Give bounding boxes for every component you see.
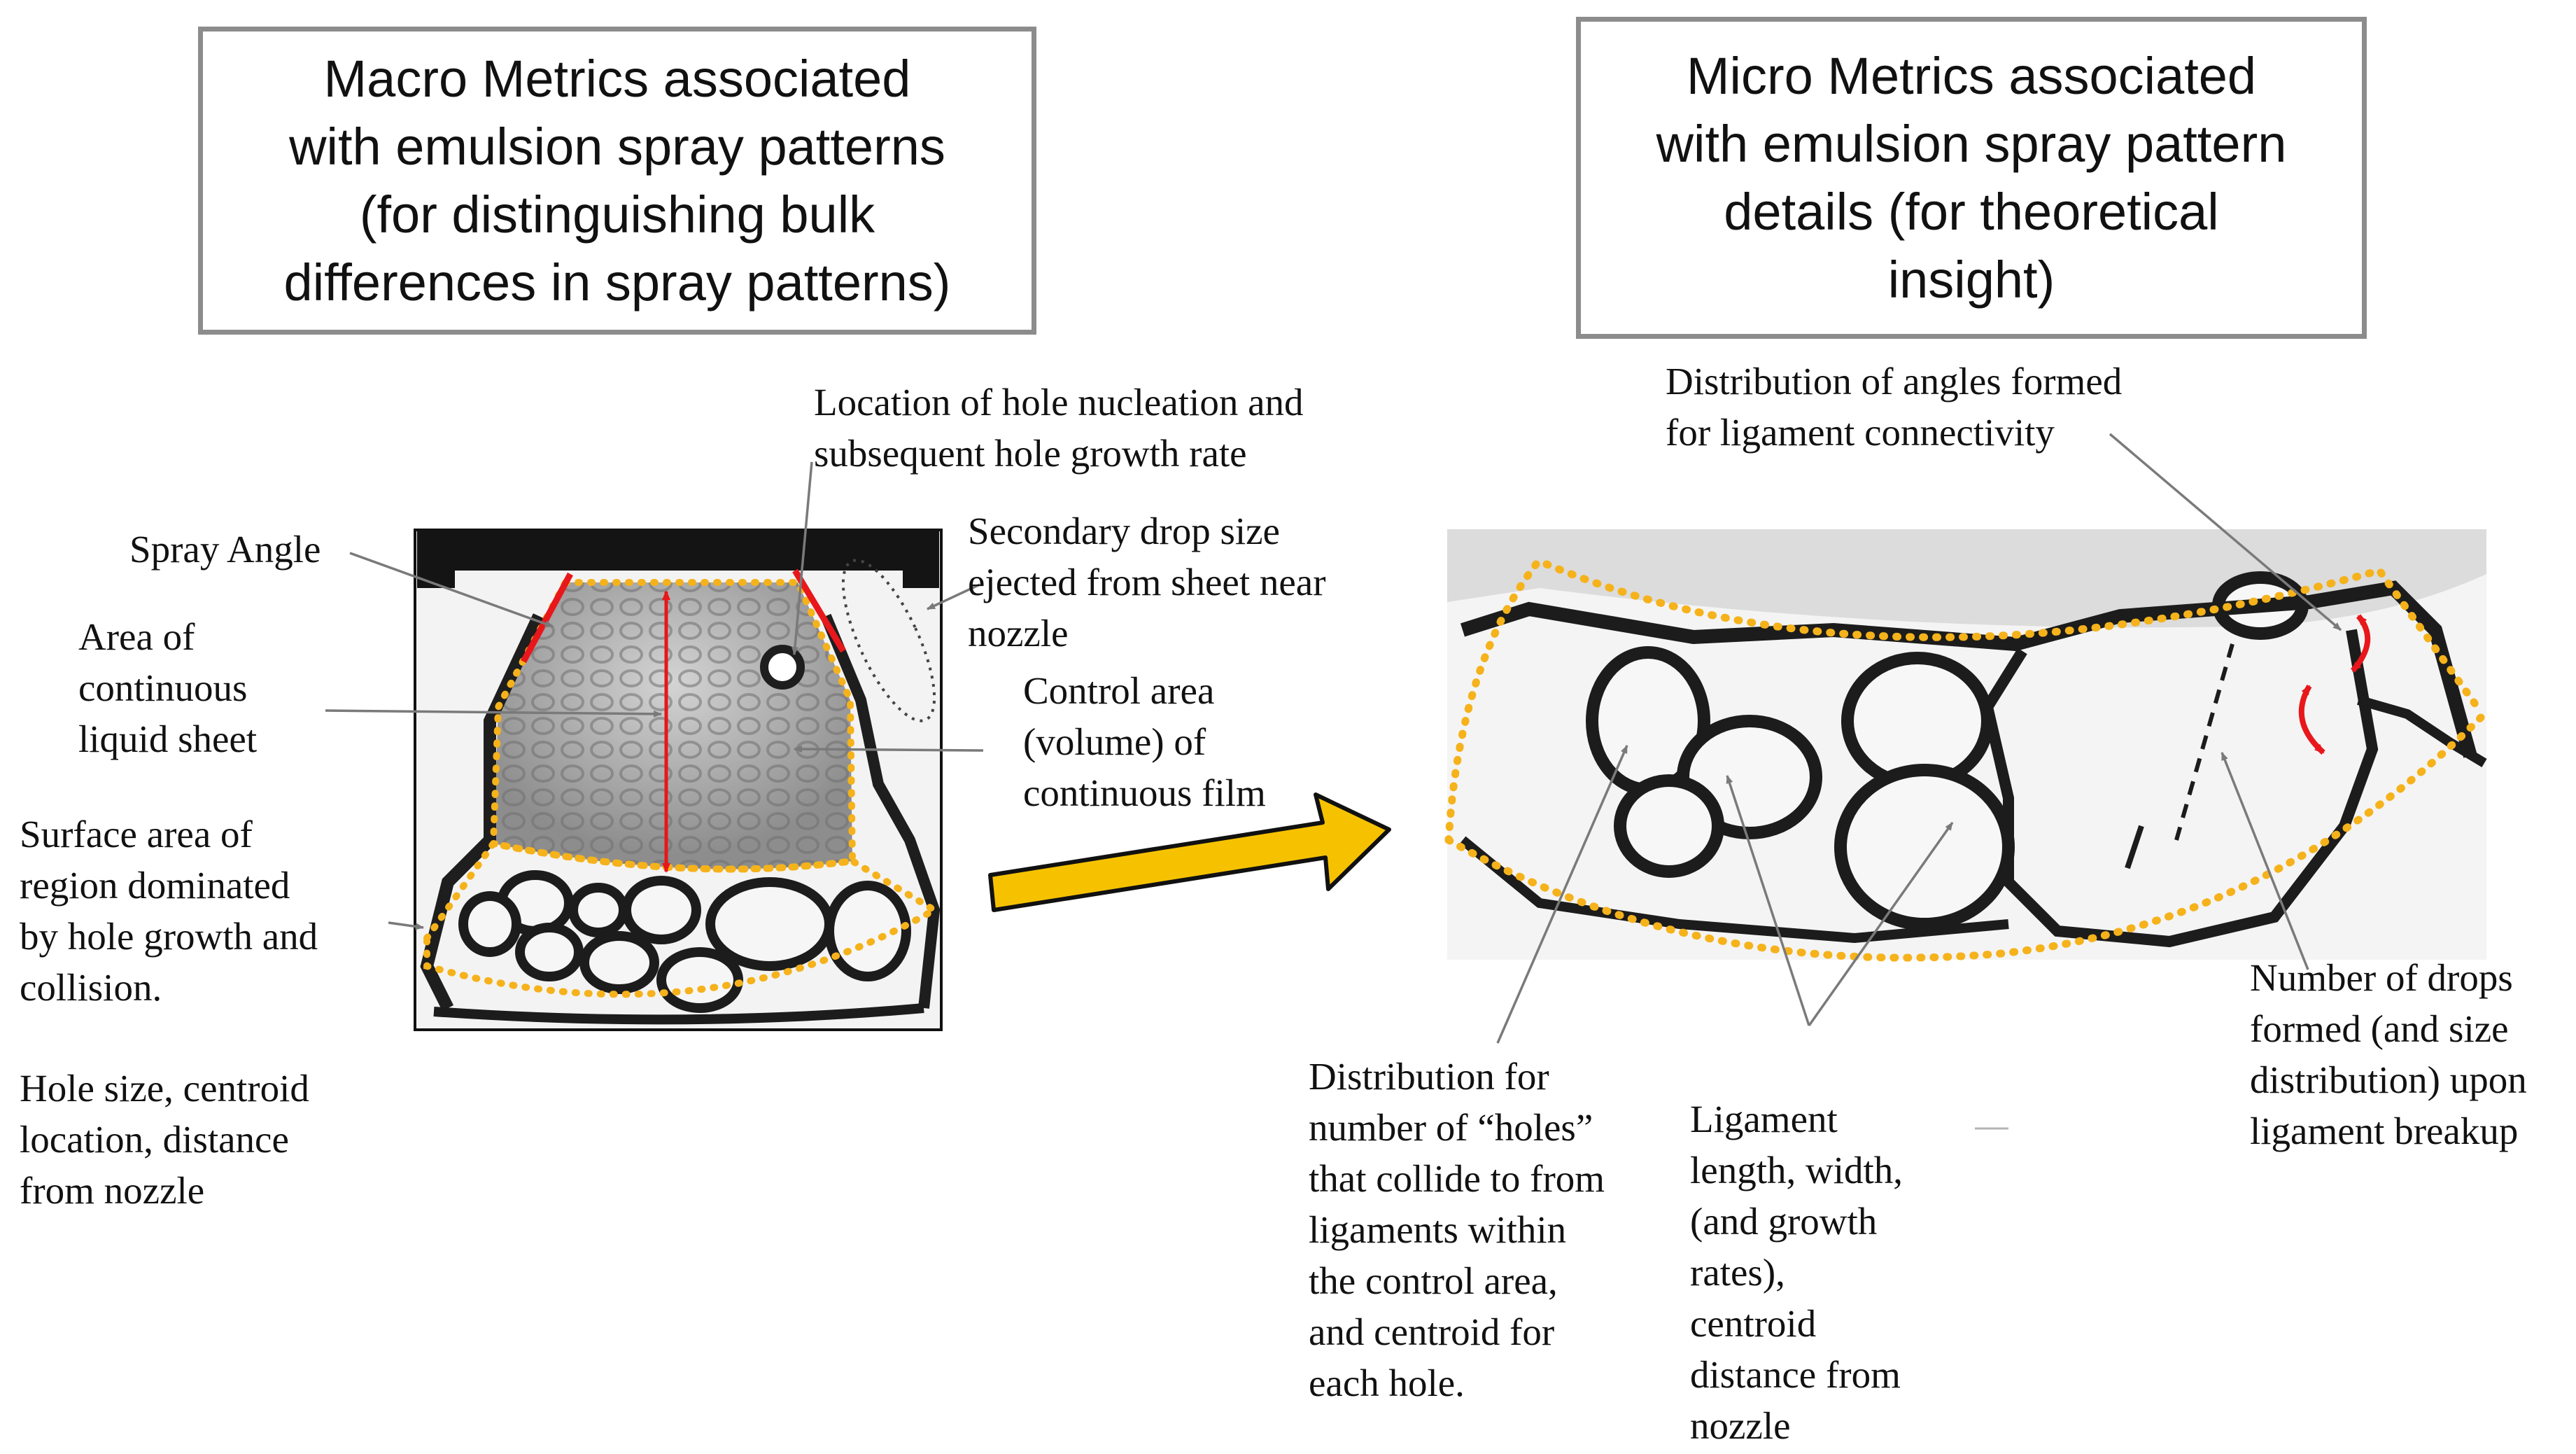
micro-spray-image: [1444, 529, 2489, 962]
leader-lines: [325, 433, 2342, 1044]
macro-metrics-header: Macro Metrics associated with emulsion s…: [198, 27, 1036, 335]
area-continuous-sheet-label: Area of continuous liquid sheet: [78, 615, 258, 760]
ligament-angles-label: Distribution of angles formed for ligame…: [1666, 360, 2123, 454]
spray-angle-label: Spray Angle: [129, 528, 321, 571]
holes-distribution-label: Distribution for number of “holes” that …: [1309, 1055, 1605, 1404]
macro-to-micro-arrow: [988, 792, 1391, 912]
micro-metrics-header: Micro Metrics associated with emulsion s…: [1576, 17, 2367, 339]
ligament-metrics-label: Ligament length, width, (and growth rate…: [1690, 1098, 1903, 1447]
macro-metrics-header-text: Macro Metrics associated with emulsion s…: [283, 50, 951, 312]
secondary-drop-size-label: Secondary drop size ejected from sheet n…: [968, 510, 1326, 655]
drops-formed-label: Number of drops formed (and size distrib…: [2250, 956, 2527, 1152]
hole-nucleation-label: Location of hole nucleation and subseque…: [814, 381, 1304, 475]
control-area-label: Control area (volume) of continuous film: [1023, 669, 1266, 814]
surface-area-hole-region-label: Surface area of region dominated by hole…: [20, 813, 318, 1009]
hole-size-label: Hole size, centroid location, distance f…: [20, 1067, 309, 1212]
macro-spray-image: [414, 529, 943, 1031]
micro-metrics-header-text: Micro Metrics associated with emulsion s…: [1656, 47, 2287, 309]
